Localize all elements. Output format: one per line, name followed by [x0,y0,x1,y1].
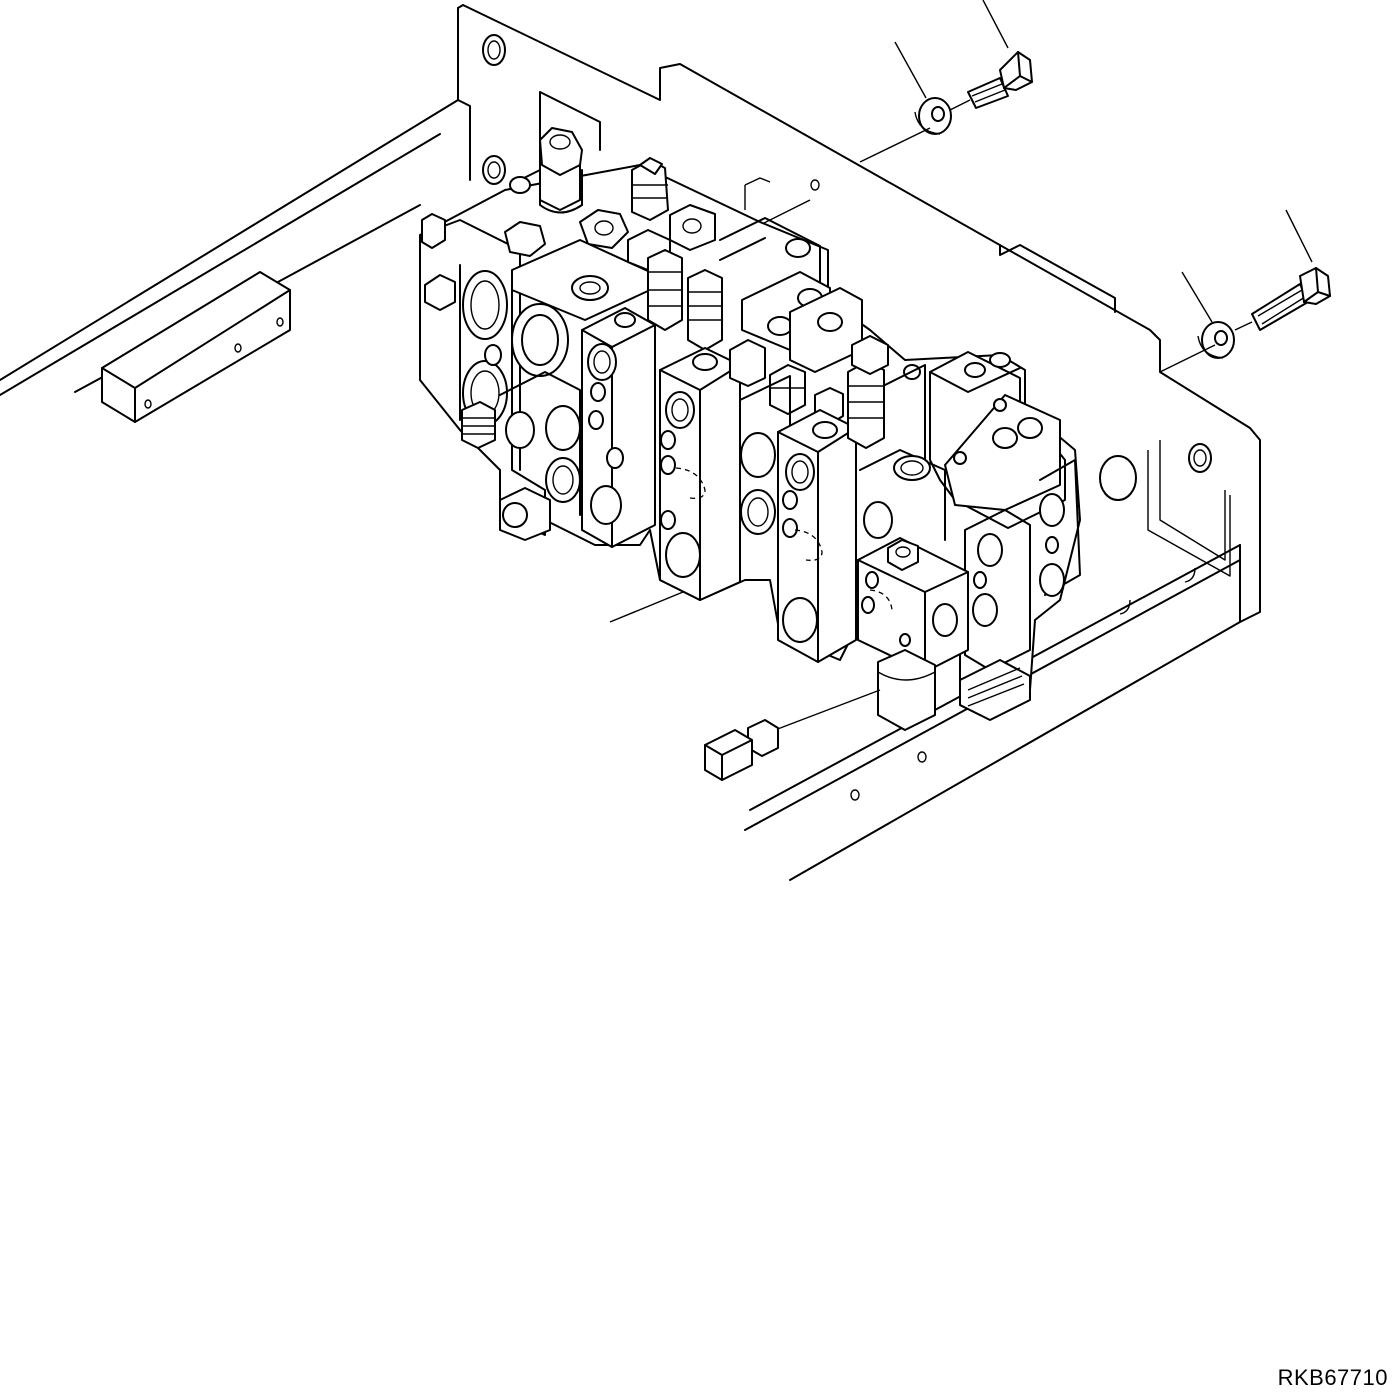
control-valve-assembly [419,127,1081,731]
upper-bolt [967,51,1033,109]
frame-mounting-holes [482,34,1212,801]
part-leader-lines [894,0,1313,323]
harness-connector [704,689,881,781]
drawing-code-label: RKB67710 [1277,1365,1388,1390]
spacer-bar [101,271,291,423]
upper-washer [914,97,952,135]
lower-bolt [1251,267,1331,331]
lower-washer [1197,321,1235,359]
